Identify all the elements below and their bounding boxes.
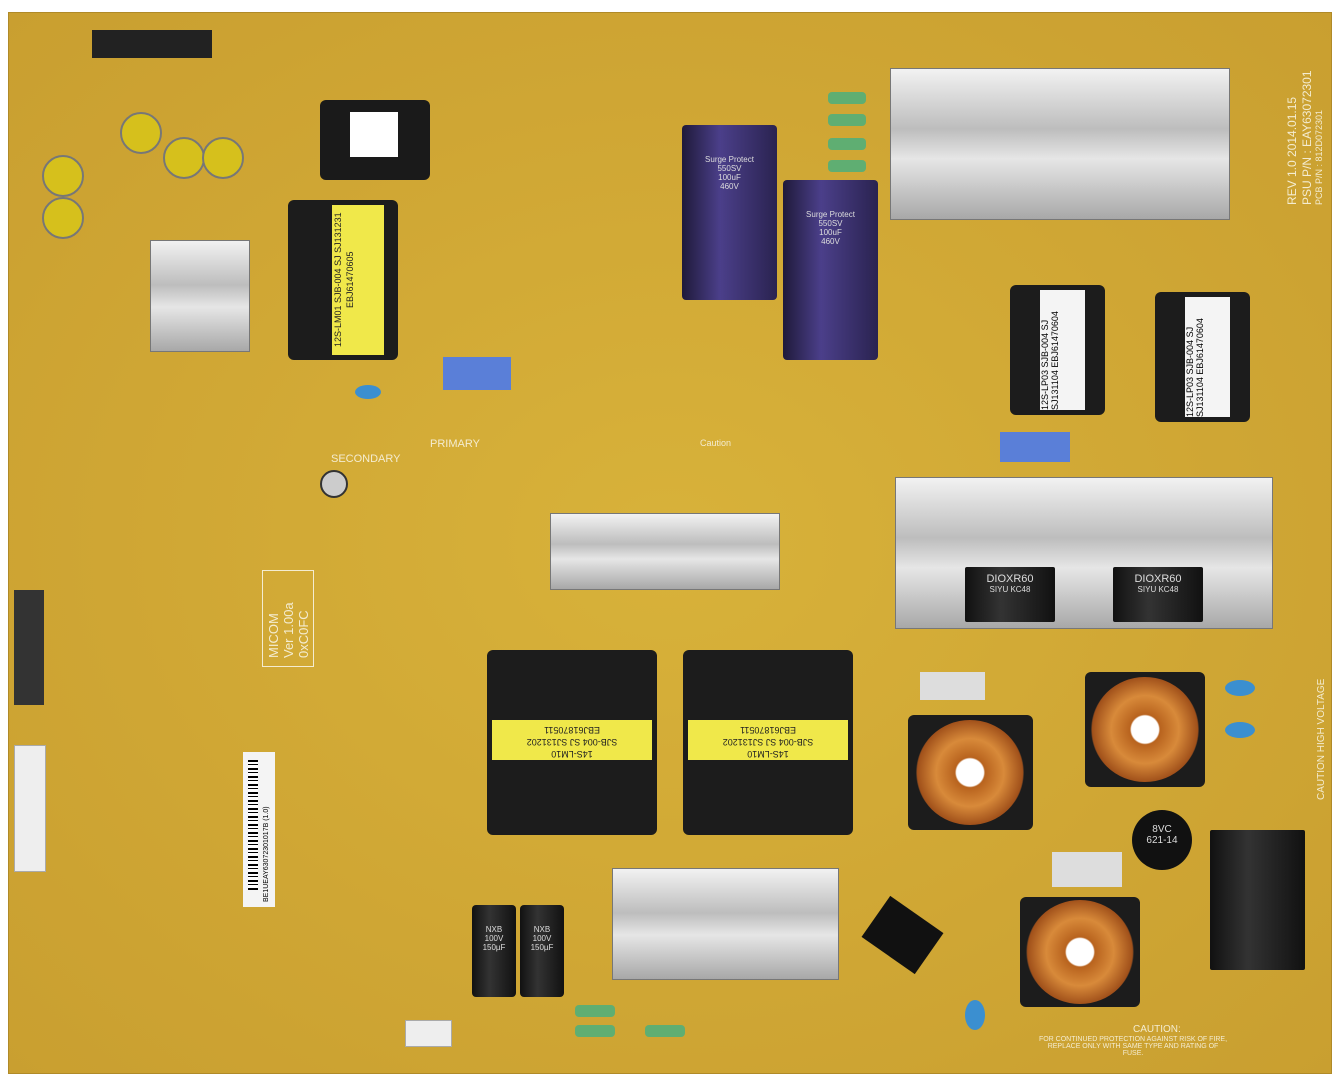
relay: [1210, 830, 1305, 970]
caution-small: Caution: [700, 438, 732, 448]
resistor: [645, 1025, 685, 1037]
ceramic-resistor: [920, 672, 985, 700]
rev-text: REV 1.0 2014.01.15: [1285, 96, 1299, 205]
electrolytic-capacitor-small: [320, 470, 348, 498]
primary-label: PRIMARY: [430, 438, 480, 450]
choke-2: [1085, 672, 1205, 787]
heatsink-top-right: [890, 68, 1230, 220]
resistor: [828, 92, 866, 104]
micom-label: MICOM: [266, 613, 281, 658]
capacitor: [42, 197, 84, 239]
heatsink-bottom: [612, 868, 839, 980]
barcode: [248, 760, 258, 890]
pcb-pn-text: PCB P/N : 812D072301: [1314, 109, 1324, 205]
transformer-small-1: 12S-LP03 SJB-004 SJ SJ131104 EBJ61470604: [1010, 285, 1105, 415]
caution-high-voltage: CAUTION HIGH VOLTAGE: [1316, 678, 1327, 800]
ceramic-capacitor: [965, 1000, 985, 1030]
barcode-label: BE1UEAY63072301017B (1.0): [243, 752, 275, 907]
ceramic-resistor-2: [1052, 852, 1122, 887]
film-capacitor-2: [443, 357, 511, 390]
ceramic-capacitor: [1225, 680, 1255, 696]
transformer-small-2: 12S-LP03 SJB-004 SJ SJ131104 EBJ61470604: [1155, 292, 1250, 422]
choke-1: [908, 715, 1033, 830]
capacitor: [163, 137, 205, 179]
transformer-main: 12S-LM01 SJB-004 SJ SJ131231 EBJ61470605: [288, 200, 398, 360]
micom-box: [262, 570, 314, 667]
capacitor: [202, 137, 244, 179]
choke-3: [1020, 897, 1140, 1007]
micom-version: Ver 1.00a: [281, 602, 296, 658]
barcode-text: BE1UEAY63072301017B (1.0): [263, 806, 270, 902]
resistor: [828, 114, 866, 126]
resistor: [575, 1025, 615, 1037]
connector-p802: [14, 745, 46, 872]
resistor: [575, 1005, 615, 1017]
ceramic-capacitor: [1225, 722, 1255, 738]
capacitor: [42, 155, 84, 197]
micom-checksum: 0xC0FC: [296, 610, 311, 658]
capacitor: [120, 112, 162, 154]
fuse-caution-title: CAUTION:: [1133, 1024, 1181, 1035]
resistor: [828, 138, 866, 150]
connector-top: [92, 30, 212, 58]
film-capacitor: [1000, 432, 1070, 462]
heatsink-center: [550, 513, 780, 590]
secondary-label: SECONDARY: [331, 453, 401, 465]
ceramic-capacitor: [355, 385, 381, 399]
psu-pn-text: PSU P/N : EAY63072301: [1300, 70, 1314, 205]
heatsink-left: [150, 240, 250, 352]
heatsink-right: [895, 477, 1273, 629]
connector-bottom: [405, 1020, 452, 1047]
resistor: [828, 160, 866, 172]
connector-p801: [14, 590, 44, 705]
fuse-caution-text: FOR CONTINUED PROTECTION AGAINST RISK OF…: [1038, 1036, 1228, 1057]
transformer-standby: [320, 100, 430, 180]
